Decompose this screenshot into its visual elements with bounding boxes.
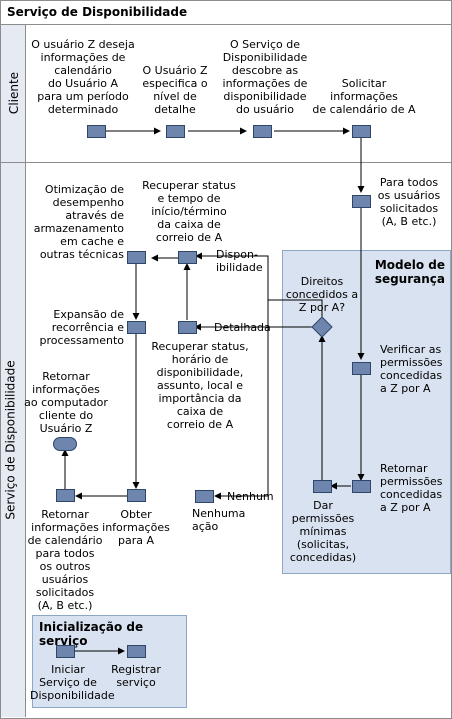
return-calendar-box xyxy=(56,489,75,502)
title-bar: Serviço de Disponibilidade xyxy=(1,1,451,25)
lane-client-header: Cliente xyxy=(1,25,26,162)
get-info-text: Obter informações para A xyxy=(102,508,170,547)
verify-permissions-text: Verificar as permissões concedidas a Z p… xyxy=(380,343,443,395)
client-step-4-text: Solicitar informações de calendário de A xyxy=(312,77,416,116)
security-model-title: Modelo de segurança xyxy=(374,258,445,286)
service-init-region: Inicialização de serviço xyxy=(32,615,187,708)
client-step-1-box xyxy=(87,125,106,138)
return-permissions-text: Retornar permissões concedidas a Z por A xyxy=(380,462,443,514)
none-branch-label: Nenhum xyxy=(227,490,274,503)
client-step-4-box xyxy=(352,125,371,138)
lane-service-header: Serviço de Disponibilidade xyxy=(1,163,26,717)
security-model-region: Modelo de segurança xyxy=(282,250,451,574)
register-service-box xyxy=(127,645,146,658)
register-service-text: Registrar serviço xyxy=(111,663,161,689)
optimization-text: Otimização de desempenho através de arma… xyxy=(33,183,124,261)
service-init-title: Inicialização de serviço xyxy=(39,620,144,648)
optimization-box xyxy=(127,251,146,264)
for-all-users-text: Para todos os usuários solicitados (A, B… xyxy=(377,176,441,228)
rights-decision-text: Direitos concedidos a Z por A? xyxy=(285,275,359,314)
return-to-client-text: Retornar informações ao computador clien… xyxy=(24,370,108,435)
client-step-3-box xyxy=(253,125,272,138)
expansion-text: Expansão de recorrência e processamento xyxy=(39,308,124,347)
no-action-text: Nenhuma ação xyxy=(192,507,246,533)
start-service-box xyxy=(56,645,75,658)
retrieve-detailed-box xyxy=(178,321,197,334)
return-to-client-terminator xyxy=(53,437,77,451)
client-step-1-text: O usuário Z deseja informações de calend… xyxy=(31,38,135,116)
min-permissions-box xyxy=(313,480,332,493)
availability-branch-label: Dispon- ibilidade xyxy=(216,248,263,274)
retrieve-detailed-text: Recuperar status, horário de disponibili… xyxy=(151,340,249,431)
lane-divider xyxy=(1,162,451,163)
detailed-branch-label: Detalhada xyxy=(214,321,271,334)
return-calendar-text: Retornar informações de calendário para … xyxy=(27,508,103,612)
client-step-2-box xyxy=(166,125,185,138)
client-step-2-text: O Usuário Z especifica o nível de detalh… xyxy=(142,64,208,116)
verify-permissions-box xyxy=(352,362,371,375)
start-service-text: Iniciar Serviço de Disponibilidade xyxy=(30,663,115,702)
min-permissions-text: Dar permissões mínimas (solicitas, conce… xyxy=(289,499,357,564)
client-step-3-text: O Serviço de Disponibilidade descobre as… xyxy=(222,38,308,116)
no-action-box xyxy=(195,490,214,503)
for-all-users-box xyxy=(352,195,371,208)
retrieve-status-text: Recuperar status e tempo de início/térmi… xyxy=(142,179,236,244)
expansion-box xyxy=(127,321,146,334)
decision-diamond xyxy=(311,316,333,338)
return-permissions-box xyxy=(352,480,371,493)
get-info-box xyxy=(127,489,146,502)
retrieve-status-box xyxy=(178,251,197,264)
diagram-title: Serviço de Disponibilidade xyxy=(7,5,188,19)
